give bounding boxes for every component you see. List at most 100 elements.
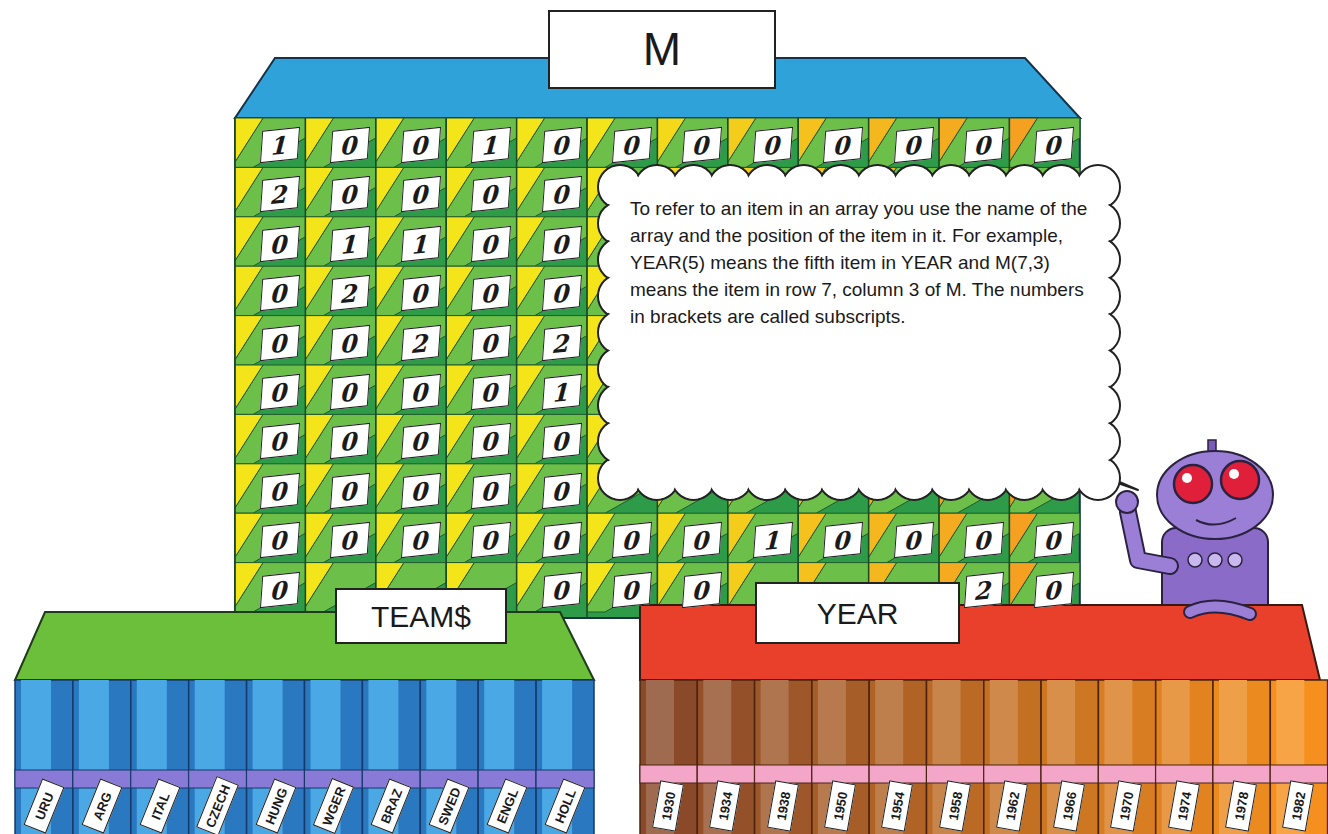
- file-tab: [1009, 118, 1037, 162]
- robot-mouth: [1196, 518, 1236, 525]
- file-divider: [446, 217, 516, 266]
- file-divider: [235, 266, 305, 315]
- matrix-card: 2: [542, 324, 582, 360]
- file-tab: [939, 118, 967, 162]
- file-divider: [235, 118, 305, 167]
- file-divider: [939, 513, 1009, 562]
- matrix-card: 0: [260, 275, 300, 311]
- matrix-card: 0: [401, 522, 441, 558]
- matrix-card: 0: [1034, 127, 1074, 163]
- file-tab: [376, 365, 404, 409]
- file-divider: [420, 680, 478, 834]
- matrix-card: 0: [330, 324, 370, 360]
- file-tab: [446, 217, 474, 261]
- divider-band: [755, 765, 812, 783]
- matrix-card: 0: [1034, 522, 1074, 558]
- file-divider: [517, 513, 587, 562]
- file-tab: [235, 513, 263, 557]
- file-tab: [517, 464, 545, 508]
- file-tab: [235, 217, 263, 261]
- file-divider: [517, 365, 587, 414]
- cabinet-top: [640, 605, 1320, 680]
- file-tab: [305, 563, 333, 607]
- file-divider: [640, 680, 697, 834]
- file-divider: [376, 365, 446, 414]
- file-divider: [235, 217, 305, 266]
- file-divider: [657, 118, 727, 167]
- file-divider: [517, 464, 587, 513]
- matrix-card: 1: [260, 127, 300, 163]
- matrix-card: 0: [401, 275, 441, 311]
- file-divider: [305, 513, 375, 562]
- file-divider: [235, 365, 305, 414]
- column-line: [234, 118, 236, 618]
- matrix-card: 1: [330, 226, 370, 262]
- file-divider: [869, 118, 939, 167]
- file-divider: [376, 118, 446, 167]
- label-text: M: [643, 24, 681, 75]
- file-divider: [587, 513, 657, 562]
- file-divider: [869, 680, 926, 834]
- robot-button: [1208, 553, 1222, 567]
- file-tab: [376, 118, 404, 162]
- file-tab: [657, 513, 685, 557]
- file-tab: [376, 167, 404, 211]
- file-divider: [812, 680, 869, 834]
- file-tab: [376, 513, 404, 557]
- matrix-card: 1: [471, 127, 511, 163]
- file-divider: [235, 167, 305, 216]
- file-tab: [587, 118, 615, 162]
- file-divider: [131, 680, 189, 834]
- matrix-card: 1: [542, 374, 582, 410]
- matrix-card: 0: [542, 522, 582, 558]
- robot-hand: [1116, 491, 1138, 513]
- matrix-card: 0: [471, 473, 511, 509]
- file-tab: [305, 513, 333, 557]
- matrix-card: 0: [260, 522, 300, 558]
- label-text: TEAM$: [371, 600, 471, 633]
- file-divider: [446, 266, 516, 315]
- file-tab: [798, 513, 826, 557]
- file-tab: [517, 266, 545, 310]
- matrix-card: 0: [682, 127, 722, 163]
- divider-band: [1270, 765, 1327, 783]
- file-tab: [939, 513, 967, 557]
- matrix-card: 0: [894, 522, 934, 558]
- matrix-card: 0: [542, 571, 582, 607]
- matrix-card: 0: [401, 423, 441, 459]
- file-divider: [517, 118, 587, 167]
- file-tab: [235, 464, 263, 508]
- matrix-card: 0: [612, 571, 652, 607]
- robot-button: [1228, 553, 1242, 567]
- file-divider: [927, 680, 984, 834]
- matrix-card: 1: [753, 522, 793, 558]
- file-tab: [446, 118, 474, 162]
- matrix-card: 0: [401, 473, 441, 509]
- file-divider: [376, 414, 446, 463]
- matrix-card: 0: [330, 127, 370, 163]
- file-divider: [305, 414, 375, 463]
- file-tab: [376, 316, 404, 360]
- divider-band: [984, 765, 1041, 783]
- column-line: [586, 118, 588, 618]
- file-tab: [376, 266, 404, 310]
- robot-eye: [1221, 461, 1259, 499]
- array-name-label: M: [548, 10, 776, 89]
- divider-band: [1156, 765, 1213, 783]
- file-divider: [376, 316, 446, 365]
- matrix-card: 0: [471, 374, 511, 410]
- file-divider: [235, 513, 305, 562]
- file-tab: [728, 563, 756, 607]
- file-tab: [235, 167, 263, 211]
- file-tab: [869, 118, 897, 162]
- file-divider: [73, 680, 131, 834]
- matrix-card: 0: [964, 127, 1004, 163]
- file-tab: [1009, 563, 1037, 607]
- file-divider: [1009, 118, 1079, 167]
- array-name-label: TEAM$: [335, 588, 507, 644]
- file-divider: [697, 680, 754, 834]
- matrix-card: 0: [260, 571, 300, 607]
- divider-band: [640, 765, 697, 783]
- file-divider: [798, 513, 868, 562]
- column-line: [445, 118, 447, 618]
